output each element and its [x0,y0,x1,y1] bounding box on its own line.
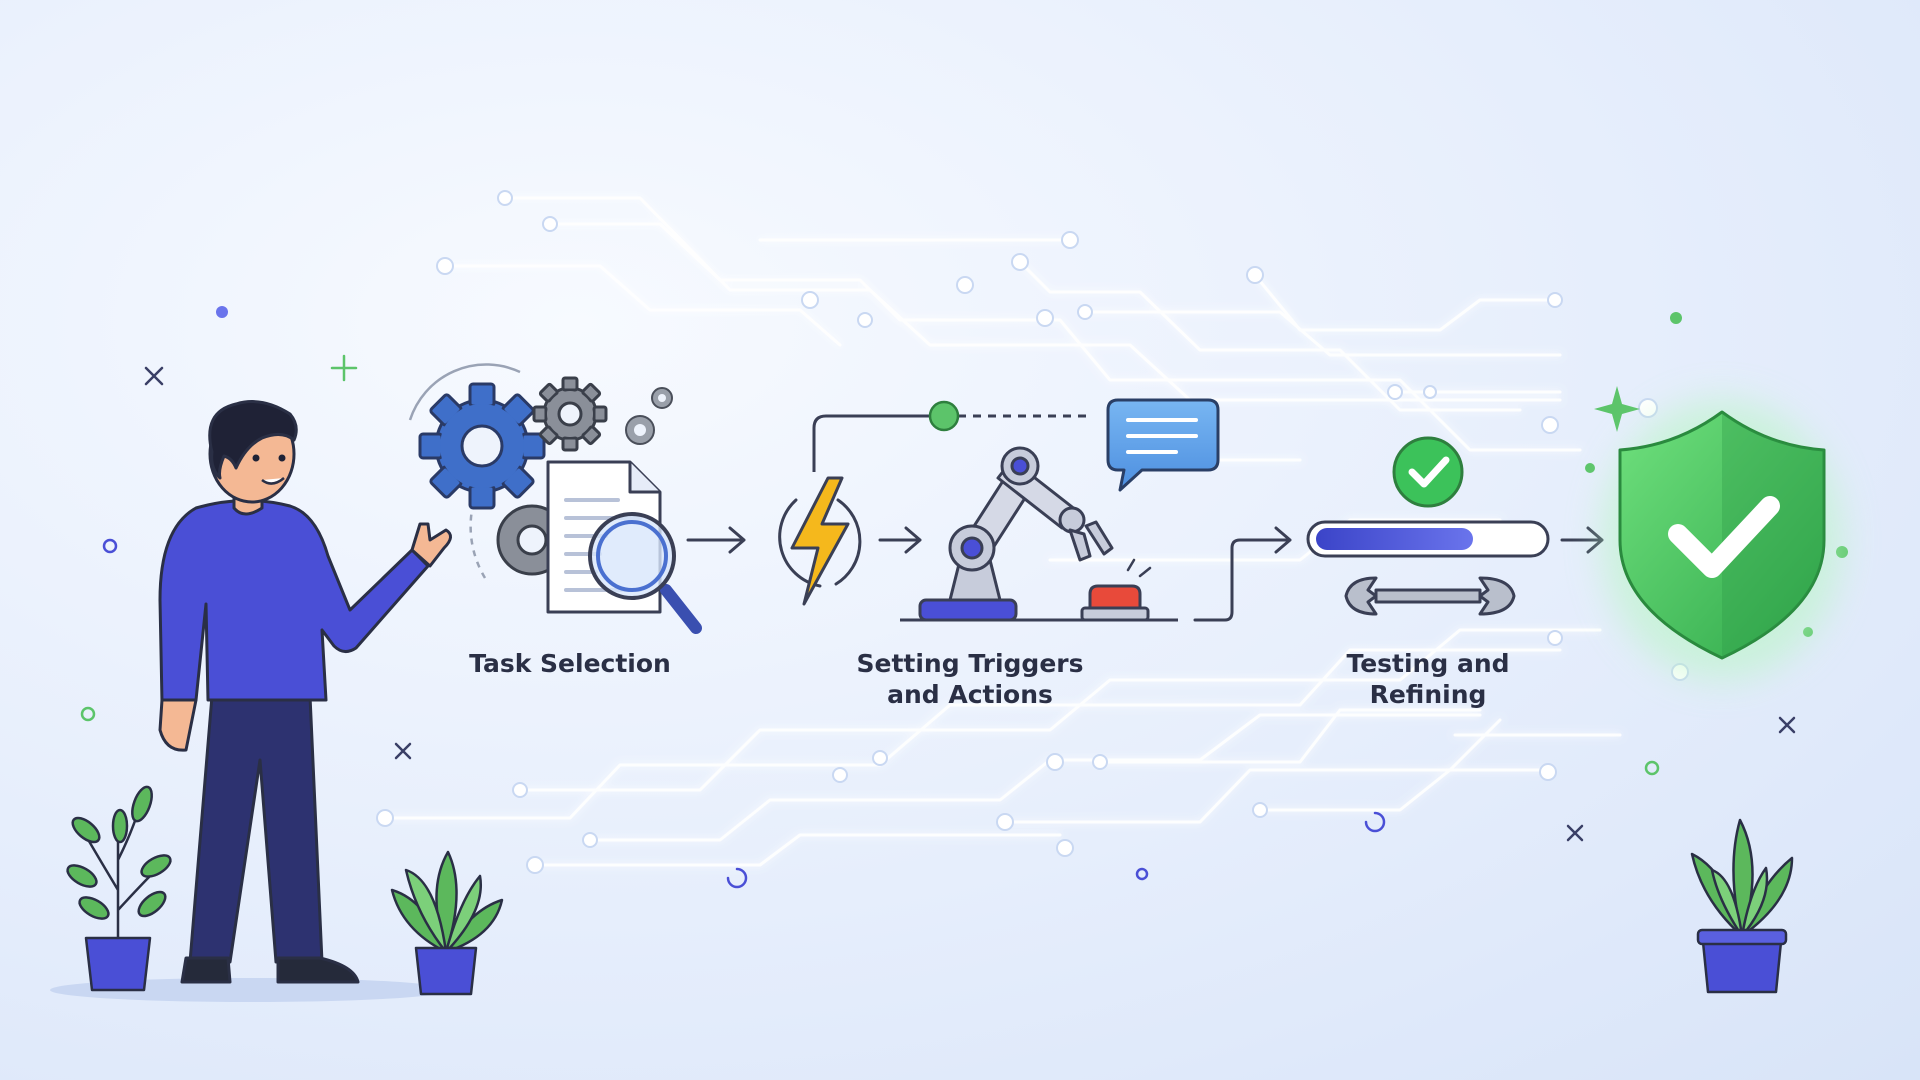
stage-label-setting-triggers: Setting Triggers and Actions [856,649,1084,709]
shield-check-icon [1602,400,1842,680]
progress-bar [1306,520,1550,558]
red-button-icon [1080,558,1152,622]
lightning-icon [778,476,862,606]
task-selection-illustration [408,363,702,634]
check-badge-icon [1392,436,1464,508]
robot-arm-icon [900,446,1178,622]
plant-icon [66,785,1794,996]
setting-triggers-illustration [778,398,1220,622]
stage-label-testing-refining: Testing and Refining [1346,649,1510,709]
person [50,400,452,1002]
circuit-nodes [376,190,1689,874]
stage-label-task-selection: Task Selection [469,649,671,678]
chat-bubble-icon [1106,398,1220,492]
wrench-icon [1344,576,1516,616]
testing-refining-illustration [1306,436,1550,616]
magnifier-icon [588,512,702,634]
decorative-sparkles [80,354,1796,889]
